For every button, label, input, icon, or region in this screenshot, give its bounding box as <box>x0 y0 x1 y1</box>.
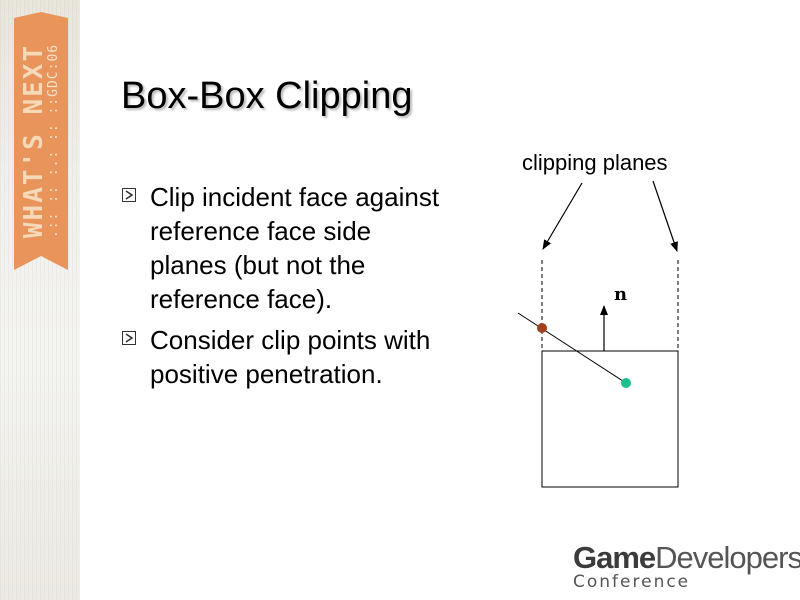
bullet-arrow-icon <box>122 188 136 202</box>
clip-point-inside <box>621 378 631 388</box>
bullet-item: Consider clip points with positive penet… <box>122 323 452 391</box>
arrow-to-left-plane <box>542 182 583 250</box>
slide-title: Box-Box Clipping <box>121 75 413 117</box>
arrow-to-right-plane <box>652 180 678 252</box>
clip-point-outside <box>537 323 547 333</box>
logo-conference-text: Conference <box>573 572 691 592</box>
logo-game-text: Game <box>573 540 656 575</box>
bullet-item: Clip incident face against reference fac… <box>122 180 452 316</box>
bullet-arrow-icon <box>122 331 136 345</box>
clipping-planes-label: clipping planes <box>522 150 668 175</box>
gdc-logo: GameDevelopers Conference <box>573 542 800 591</box>
bullet-text: Clip incident face against reference fac… <box>150 182 440 314</box>
incident-edge <box>517 312 627 384</box>
reference-box <box>541 350 679 488</box>
logo-title: GameDevelopers <box>573 542 800 573</box>
normal-label: n <box>614 284 628 305</box>
banner-shape <box>14 12 68 270</box>
bullet-text: Consider clip points with positive penet… <box>150 325 431 389</box>
whats-next-banner <box>14 12 68 270</box>
banner-text: WHAT'S NEXT .:: :: :.: :: ::GDC:06 <box>14 12 68 270</box>
banner-main-text: WHAT'S NEXT <box>19 43 49 239</box>
clipping-diagram <box>517 180 679 488</box>
logo-developers-text: Developers <box>655 540 800 575</box>
bullet-list: Clip incident face against reference fac… <box>122 180 452 398</box>
banner-sub-text: .:: :: :.: :: ::GDC:06 <box>46 43 61 239</box>
